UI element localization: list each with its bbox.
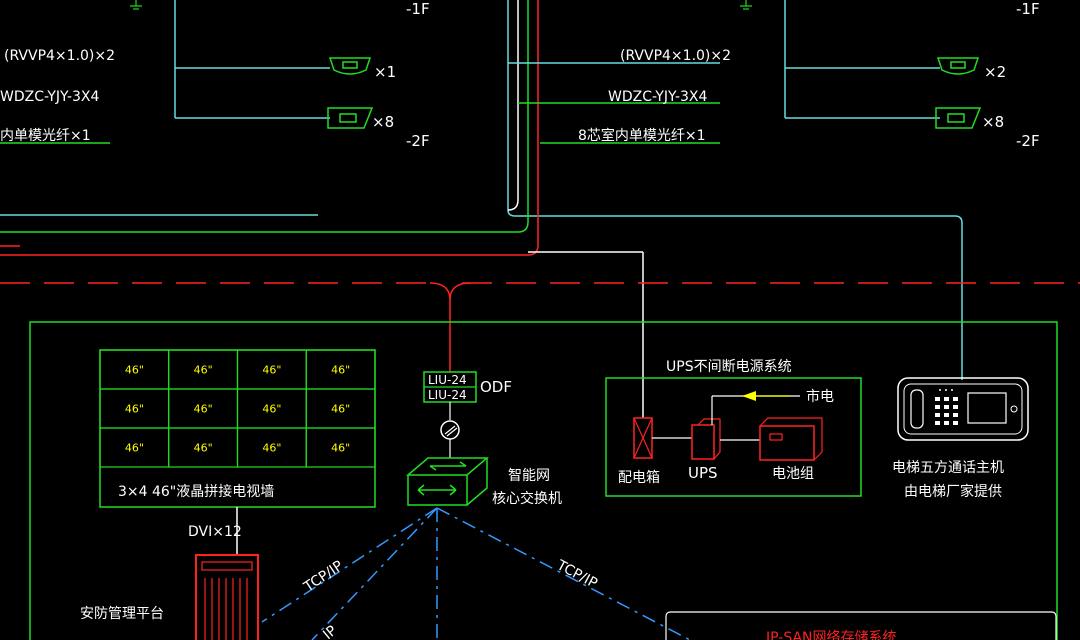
- tcpip-label: TCP/IP: [553, 557, 600, 592]
- control-room-frame: [29, 321, 1058, 640]
- cable-label-fiber: 8芯室内单模光纤×1: [578, 127, 706, 144]
- video-wall-cells: 46" 46" 46" 46" 46" 46" 46" 46" 46" 46" 46" 46": [99, 349, 376, 468]
- floor-label: -2F: [406, 132, 430, 150]
- odf-panel: LIU-24 LIU-24 ODF: [423, 371, 512, 403]
- cable-label-wdzc: WDZC-YJY-3X4: [608, 89, 708, 105]
- storage-system-box: [665, 611, 1057, 640]
- camera-count: ×1: [374, 63, 396, 81]
- tcpip-label: IP: [320, 623, 340, 640]
- ground-icon: [130, 0, 142, 10]
- elevator-label-line2: 由电梯厂家提供: [904, 483, 1002, 500]
- battery-label: 电池组: [772, 466, 814, 482]
- floor-label: -1F: [1016, 0, 1040, 18]
- core-switch-icon: [405, 457, 490, 506]
- video-wall-screen-size: 46": [125, 403, 144, 416]
- video-wall-screen-size: 46": [331, 364, 350, 377]
- video-wall-screen-size: 46": [194, 364, 213, 377]
- ups-system-box: UPS不间断电源系统 市电 配电箱 UPS 电池组: [605, 359, 862, 497]
- dome-camera-icon: [328, 57, 372, 75]
- tcpip-label: TCP/IP: [300, 558, 346, 596]
- elevator-label-line1: 电梯五方通话主机: [892, 460, 1004, 476]
- elevator-intercom-icon: [897, 377, 1029, 441]
- mains-label: 市电: [806, 388, 834, 405]
- camera-count: ×2: [984, 63, 1006, 81]
- video-wall-screen-size: 46": [125, 364, 144, 377]
- battery-icon: [759, 417, 823, 461]
- dome-camera-icon: [936, 57, 980, 75]
- camera-count: ×8: [982, 113, 1004, 131]
- dvi-label: DVI×12: [188, 524, 242, 540]
- bullet-camera-icon: [327, 107, 374, 129]
- video-wall-screen-size: 46": [194, 403, 213, 416]
- floor-label: -1F: [406, 0, 430, 18]
- odf-label: ODF: [480, 378, 512, 396]
- camera-count: ×8: [372, 113, 394, 131]
- ups-unit-icon: [691, 418, 721, 460]
- floor-label: -2F: [1016, 132, 1040, 150]
- video-wall-screen-size: 46": [331, 403, 350, 416]
- video-wall-caption: 3×4 46"液晶拼接电视墙: [118, 483, 274, 500]
- video-wall-screen: [305, 427, 376, 468]
- server-rack-icon: [195, 554, 259, 640]
- storage-system-label: IP-SAN网络存储系统: [766, 630, 897, 640]
- video-wall-screen-size: 46": [262, 442, 281, 455]
- switch-label-line1: 智能网: [508, 468, 550, 484]
- switch-label-line2: 核心交换机: [492, 490, 562, 507]
- cable-label-rvvp: (RVVP4×1.0)×2: [620, 48, 731, 64]
- distribution-box-icon: [633, 417, 653, 459]
- ups-system-title: UPS不间断电源系统: [666, 359, 792, 375]
- distribution-box-label: 配电箱: [618, 470, 660, 486]
- cable-label-rvvp: (RVVP4×1.0)×2: [4, 48, 115, 64]
- odf-panel-top: LIU-24: [428, 373, 467, 387]
- security-platform-label: 安防管理平台: [80, 606, 164, 622]
- video-wall-screen-size: 46": [194, 442, 213, 455]
- tcpip-links: [261, 507, 691, 640]
- video-wall-screen-size: 46": [125, 442, 144, 455]
- optical-transceiver-icon: [440, 420, 460, 440]
- odf-panel-bottom: LIU-24: [428, 388, 467, 402]
- ups-label: UPS: [688, 464, 718, 482]
- ground-icon: [740, 0, 752, 10]
- bullet-camera-icon: [935, 107, 982, 129]
- video-wall-screen-size: 46": [262, 403, 281, 416]
- riser-lines: [0, 0, 1080, 418]
- cable-label-wdzc: WDZC-YJY-3X4: [0, 89, 100, 105]
- video-wall-screen-size: 46": [262, 364, 281, 377]
- cable-label-fiber: 内单模光纤×1: [0, 128, 91, 144]
- video-wall: 46" 46" 46" 46" 46" 46" 46" 46" 46" 46" 46" 46" 3×4…: [99, 349, 376, 508]
- video-wall-screen-size: 46": [331, 442, 350, 455]
